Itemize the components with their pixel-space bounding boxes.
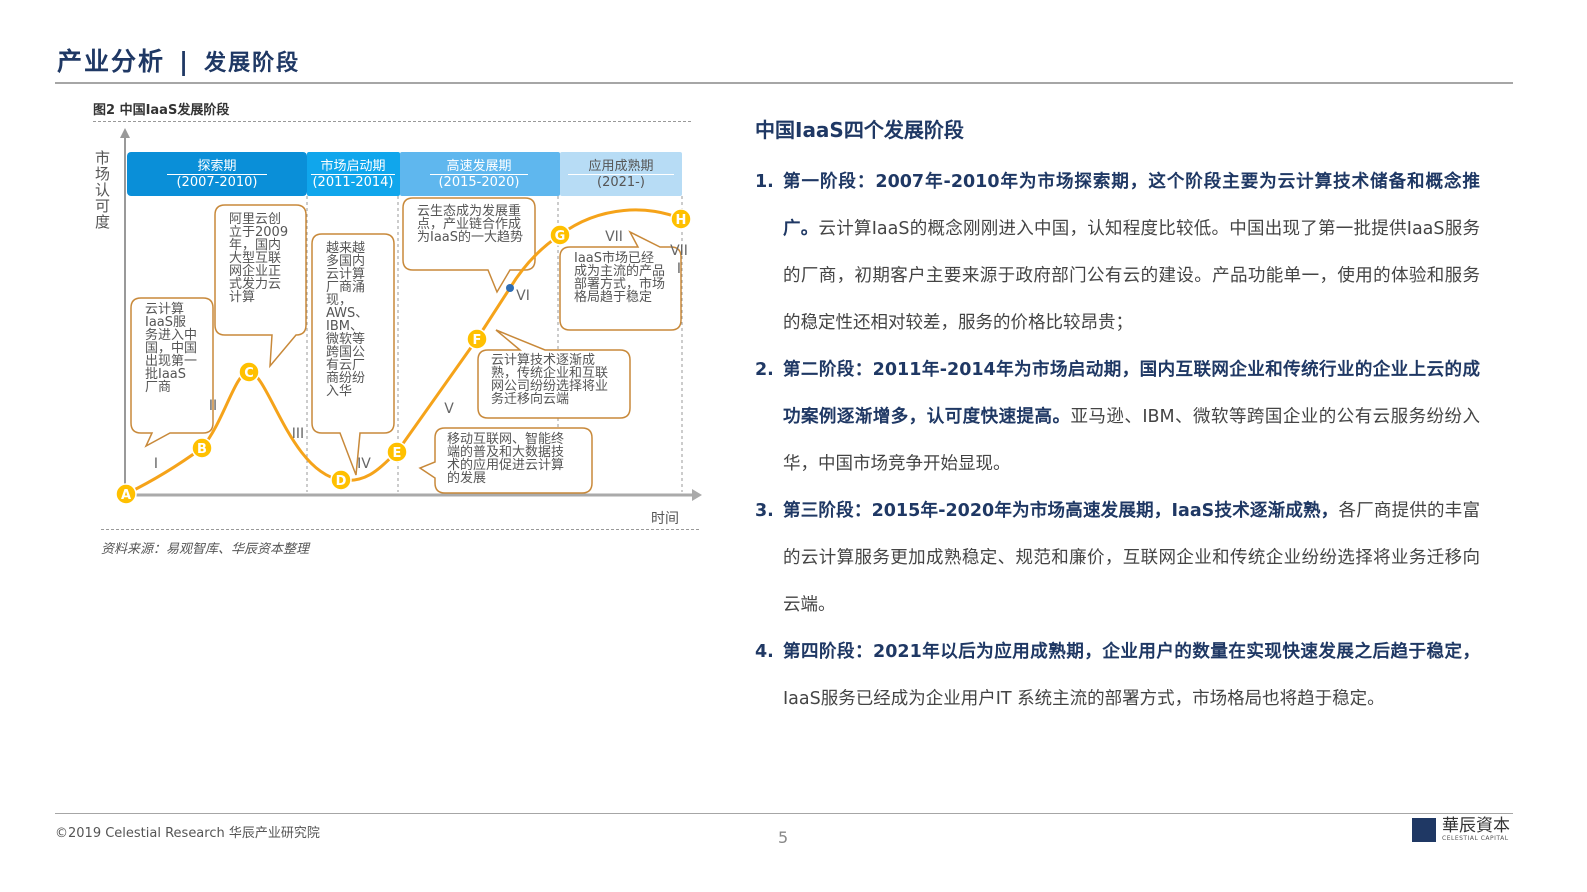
logo-cn: 華辰資本 (1442, 816, 1510, 836)
svg-text:C: C (244, 366, 254, 381)
item-text: 亚马逊、IBM、微软等跨国企业的公有云服务纷纷入华，中国市场竞争开始显现。 (783, 407, 1480, 474)
curve-point-b: B (191, 437, 213, 459)
curve-point-g: G (549, 224, 571, 246)
title-subtitle: 发展阶段 (204, 51, 301, 76)
svg-text:E: E (393, 446, 402, 461)
header-divider (55, 82, 1513, 84)
stage-label-2: 市场启动期(2011-2014) (307, 155, 399, 190)
callout-text-2: 阿里云创立于2009年，国内大型互联网企业正式发力云计算 (229, 212, 289, 305)
stage-years: (2011-2014) (312, 175, 394, 190)
svg-text:G: G (555, 229, 566, 244)
footer-divider (55, 813, 1513, 814)
item-text: IaaS服务已经成为企业用户IT 系统主流的部署方式，市场格局也将趋于稳定。 (783, 689, 1385, 709)
logo-mark-icon (1412, 818, 1436, 842)
callout-box-7 (559, 230, 682, 331)
phase-label: VII (605, 229, 623, 245)
y-axis-arrow-icon (120, 128, 130, 138)
callout-box-3 (311, 233, 395, 476)
item-text: 云计算IaaS的概念刚刚进入中国，认知程度比较低。中国出现了第一批提供IaaS服… (783, 219, 1481, 333)
callout-text-5: 云计算技术逐渐成熟，传统企业和互联网公司纷纷选择将业务迁移向云端 (491, 353, 609, 407)
stage-name: 应用成熟期 (568, 155, 674, 175)
stage-item-4: 4. 第四阶段：2021年以后为应用成熟期，企业用户的数量在实现快速发展之后趋于稳… (755, 629, 1480, 723)
callout-box-5 (477, 329, 631, 419)
logo-en: CELESTIAL CAPITAL (1442, 835, 1509, 842)
copyright: ©2019 Celestial Research 华辰产业研究院 (55, 826, 320, 841)
curve-point-a: A (115, 483, 137, 505)
curve-point-f: F (466, 328, 488, 350)
svg-text:D: D (336, 474, 347, 489)
phase-label: III (292, 426, 304, 442)
item-number: 3. (755, 501, 774, 521)
svg-text:F: F (473, 333, 482, 348)
phase-label: IV (357, 456, 371, 472)
callout-text-3: 越来越多国内云计算厂商涌现，AWS、IBM、微软等跨国公有云厂商纷纷入华 (326, 241, 369, 399)
item-bold-text: 第四阶段：2021年以后为应用成熟期，企业用户的数量在实现快速发展之后趋于稳定， (783, 642, 1480, 662)
item-number: 2. (755, 360, 774, 380)
svg-text:A: A (121, 488, 131, 503)
item-bold-text: 第三阶段：2015年-2020年为市场高速发展期，IaaS技术逐渐成熟， (783, 501, 1339, 521)
svg-text:H: H (676, 213, 687, 228)
item-number: 1. (755, 172, 774, 192)
stage-label-3: 高速发展期(2015-2020) (400, 155, 558, 190)
svg-text:B: B (197, 442, 207, 457)
curve-point-h: H (670, 208, 692, 230)
stage-label-1: 探索期(2007-2010) (127, 155, 307, 190)
section-title: 中国IaaS四个发展阶段 (755, 118, 964, 142)
phase-label: II (209, 398, 217, 414)
page-title: 产业分析 | 发展阶段 (57, 42, 300, 78)
stage-name: 探索期 (167, 155, 267, 175)
figure-caption: 图2 中国IaaS发展阶段 (93, 103, 230, 118)
stage-label-4: 应用成熟期(2021-) (560, 155, 682, 190)
callout-box-4 (402, 197, 536, 294)
curve-point-e: E (386, 441, 408, 463)
callout-text-1: 云计算IaaS服务进入中国，中国出现第一批IaaS厂商 (145, 302, 198, 395)
item-number: 4. (755, 642, 774, 662)
callout-text-4: 云生态成为发展重点，产业链合作成为IaaS的一大趋势 (417, 204, 524, 245)
item-text: 各厂商提供的丰富的云计算服务更加成熟稳定、规范和廉价，互联网企业和传统企业纷纷选… (783, 501, 1480, 615)
curve-point-c: C (238, 361, 260, 383)
title-separator: | (179, 47, 191, 76)
title-main: 产业分析 (57, 47, 166, 76)
stage-name: 高速发展期 (430, 155, 528, 175)
stage-years: (2021-) (597, 175, 645, 190)
callout-text-6: 移动互联网、智能终端的普及和大数据技术的应用促进云计算的发展 (447, 432, 565, 486)
callout-box-2 (214, 204, 307, 369)
phase-label: VI (516, 288, 530, 304)
curve-point-d: D (330, 469, 352, 491)
stage-name: 市场启动期 (311, 155, 395, 175)
callout-box-1 (130, 297, 214, 448)
stage-item-1: 1. 第一阶段：2007年-2010年为市场探索期，这个阶段主要为云计算技术储备和… (755, 159, 1480, 347)
source-divider (101, 529, 699, 530)
stage-item-3: 3. 第三阶段：2015年-2020年为市场高速发展期，IaaS技术逐渐成熟，各厂… (755, 488, 1480, 629)
x-axis-label: 时间 (651, 511, 679, 527)
caption-divider (93, 121, 691, 122)
stages-description: 中国IaaS四个发展阶段 1. 第一阶段：2007年-2010年为市场探索期，这个… (755, 114, 1480, 723)
callout-box-6 (418, 427, 593, 494)
point-vi-marker (506, 284, 514, 292)
item-bold-text: 第一阶段：2007年-2010年为市场探索期，这个阶段主要为云计算技术储备和概念… (783, 172, 1480, 239)
y-axis-label: 市场认可度 (95, 149, 111, 231)
page-number: 5 (778, 828, 789, 847)
callout-text-7: IaaS市场已经成为主流的产品部署方式，市场格局趋于稳定 (574, 251, 666, 305)
item-bold-text: 第二阶段：2011年-2014年为市场启动期，国内互联网企业和传统行业的企业上云… (783, 360, 1480, 427)
stage-years: (2007-2010) (176, 175, 258, 190)
x-axis-arrow-icon (692, 489, 702, 501)
stage-years: (2015-2020) (438, 175, 520, 190)
figure-source: 资料来源：易观智库、华辰资本整理 (101, 542, 310, 557)
phase-label: I (154, 456, 158, 472)
stage-item-2: 2. 第二阶段：2011年-2014年为市场启动期，国内互联网企业和传统行业的企业… (755, 347, 1480, 488)
phase-label: V (444, 401, 454, 417)
